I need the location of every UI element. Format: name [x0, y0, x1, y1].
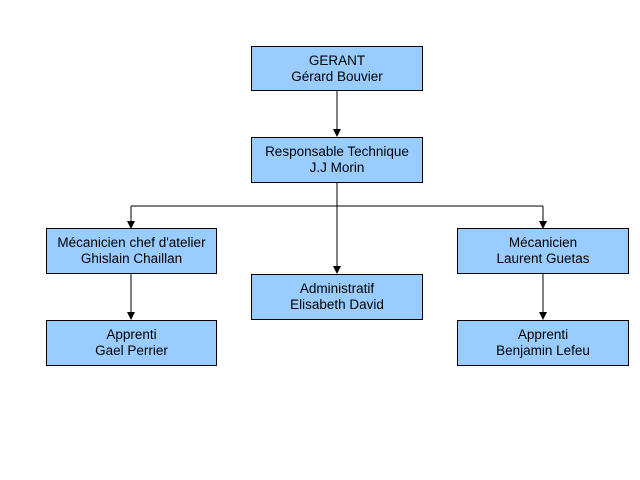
node-responsable-name: J.J Morin — [309, 160, 365, 175]
node-apprenti-perrier-name: Gael Perrier — [95, 343, 168, 358]
node-mecanicien-role: Mécanicien — [508, 235, 578, 250]
node-gerant-name: Gérard Bouvier — [291, 68, 383, 84]
node-administratif-name: Elisabeth David — [290, 297, 384, 312]
node-administratif: Administratif Elisabeth David — [251, 274, 423, 320]
node-apprenti-lefeu: Apprenti Benjamin Lefeu — [457, 320, 629, 366]
node-apprenti-lefeu-name: Benjamin Lefeu — [496, 343, 590, 358]
node-responsable-role: Responsable Technique — [265, 144, 409, 159]
node-mecanicien-name: Laurent Guetas — [496, 251, 590, 266]
node-chef-atelier-role: Mécanicien chef d'atelier — [57, 235, 206, 250]
node-apprenti-lefeu-role: Apprenti — [517, 327, 569, 342]
node-mecanicien: Mécanicien Laurent Guetas — [457, 228, 629, 274]
node-gerant-role: GERANT — [308, 52, 366, 68]
node-chef-atelier: Mécanicien chef d'atelier Ghislain Chail… — [46, 228, 217, 274]
node-chef-atelier-name: Ghislain Chaillan — [80, 251, 183, 266]
node-administratif-role: Administratif — [299, 281, 375, 296]
node-gerant: GERANT Gérard Bouvier — [251, 46, 423, 91]
node-apprenti-perrier: Apprenti Gael Perrier — [46, 320, 217, 366]
node-apprenti-perrier-role: Apprenti — [106, 327, 157, 342]
node-responsable-technique: Responsable Technique J.J Morin — [251, 137, 423, 183]
